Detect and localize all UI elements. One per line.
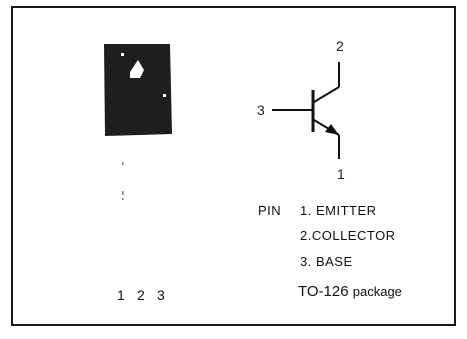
- transistor-symbol: [272, 62, 340, 159]
- pin-legend-item-3: 3. BASE: [300, 254, 353, 269]
- leg-number-1: 1: [117, 287, 125, 303]
- base-pin-label: 3: [257, 102, 265, 118]
- emitter-pin-label: 1: [337, 166, 345, 182]
- emitter-arrow: [325, 124, 339, 135]
- package-suffix: package: [352, 284, 402, 299]
- leg-mark: [122, 191, 124, 195]
- leg-mark: [122, 162, 124, 165]
- pin-legend-item-2: 2.COLLECTOR: [300, 228, 396, 243]
- collector-diagonal: [313, 86, 340, 103]
- speck-top: [121, 53, 124, 56]
- leg-number-3: 3: [157, 287, 165, 303]
- leg-number-2: 2: [137, 287, 145, 303]
- package-label: TO-126 package: [298, 283, 402, 300]
- collector-pin-label: 2: [336, 38, 344, 54]
- package-drawing: [104, 44, 172, 200]
- leg-mark: [122, 198, 124, 200]
- package-body: [104, 44, 172, 136]
- mounting-hole: [130, 60, 144, 78]
- speck-right: [163, 94, 166, 97]
- package-name: TO-126: [298, 283, 349, 300]
- pin-legend-prefix: PIN: [258, 203, 282, 218]
- pin-legend-item-1: 1. EMITTER: [300, 203, 377, 218]
- figure-frame: [11, 6, 456, 326]
